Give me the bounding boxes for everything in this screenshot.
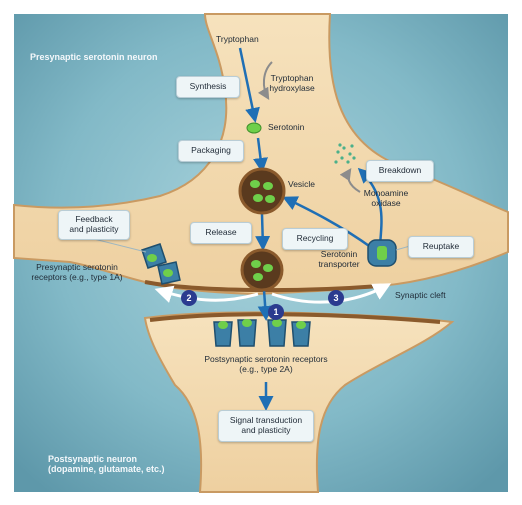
- step-1-badge: 1: [268, 304, 284, 320]
- postsynaptic-serotonin-bound: [218, 319, 306, 329]
- monoamine-oxidase-line1: Monoamine: [363, 188, 409, 198]
- signal-transduction-box: Signal transduction and plasticity: [218, 410, 314, 442]
- arrow-serotonin-to-vesicle: [253, 137, 268, 173]
- serotonin-molecule: [246, 122, 262, 134]
- presynaptic-receptors-line1: Presynaptic serotonin: [36, 262, 118, 272]
- reuptake-box: Reuptake: [408, 236, 474, 258]
- arrow-to-presynaptic-receptors: [154, 285, 259, 303]
- tryptophan-hydroxylase-line1: Tryptophan: [270, 73, 314, 83]
- presynaptic-receptor-1: [141, 243, 167, 269]
- postsynaptic-neuron-label-line2: (dopamine, glutamate, etc.): [48, 464, 165, 475]
- signal-transduction-line1: Signal transduction: [229, 415, 303, 426]
- packaging-box: Packaging: [178, 140, 244, 162]
- tryptophan-label: Tryptophan: [216, 34, 259, 44]
- postsynaptic-receptors-line2: (e.g., type 2A): [239, 363, 293, 374]
- serotonin-transporter-line2: transporter: [318, 258, 360, 269]
- vesicle-upper: [238, 167, 286, 215]
- arrow-release-to-cleft: [257, 289, 273, 321]
- synthesis-box: Synthesis: [176, 76, 240, 98]
- presynaptic-receptors-label: Presynaptic serotonin receptors (e.g., t…: [18, 262, 136, 283]
- arrow-hydroxylase: [257, 61, 273, 101]
- tryptophan-hydroxylase-label: Tryptophan hydroxylase: [262, 73, 322, 94]
- vesicle-release: [240, 248, 284, 292]
- step-2-badge: 2: [181, 290, 197, 306]
- arrow-vesicle-to-release: [255, 213, 271, 251]
- serotonin-transporter-line1: Serotonin: [320, 249, 358, 259]
- presynaptic-receptors-line2: receptors (e.g., type 1A): [31, 271, 123, 282]
- vesicle-label: Vesicle: [288, 179, 315, 189]
- arrow-recycling: [282, 196, 373, 250]
- monoamine-oxidase-line2: oxidase: [371, 197, 401, 208]
- breakdown-particles: [334, 143, 356, 164]
- presynaptic-receptor-2: [157, 261, 181, 285]
- postsynaptic-receptors-label: Postsynaptic serotonin receptors (e.g., …: [184, 354, 348, 375]
- recycling-box: Recycling: [282, 228, 348, 250]
- step-3-badge: 3: [328, 290, 344, 306]
- feedback-box-line2: and plasticity: [69, 224, 119, 234]
- postsynaptic-neuron-label-line1: Postsynaptic neuron: [48, 454, 138, 464]
- serotonin-label: Serotonin: [268, 122, 305, 132]
- synaptic-cleft-label: Synaptic cleft: [395, 290, 446, 300]
- monoamine-oxidase-label: Monoamine oxidase: [350, 188, 422, 209]
- postsynaptic-receptors: [213, 319, 311, 347]
- tryptophan-hydroxylase-line2: hydroxylase: [269, 82, 315, 93]
- release-box: Release: [190, 222, 252, 244]
- breakdown-box: Breakdown: [366, 160, 434, 182]
- arrow-oxidase: [339, 168, 361, 193]
- presynaptic-neuron-label: Presynaptic serotonin neuron: [30, 52, 158, 62]
- serotonin-transporter-label: Serotonin transporter: [304, 249, 374, 270]
- postsynaptic-receptors-line1: Postsynaptic serotonin receptors: [204, 354, 328, 364]
- arrow-tryptophan-to-serotonin: [238, 47, 260, 123]
- serotonin-transporter: [367, 239, 397, 267]
- connector-reuptake: [395, 245, 411, 251]
- signal-transduction-line2: and plasticity: [241, 425, 291, 435]
- postsynaptic-neuron-label: Postsynaptic neuron (dopamine, glutamate…: [48, 454, 165, 475]
- feedback-box: Feedback and plasticity: [58, 210, 130, 240]
- feedback-box-line1: Feedback: [75, 214, 113, 225]
- presynaptic-membrane-edge: [144, 280, 381, 293]
